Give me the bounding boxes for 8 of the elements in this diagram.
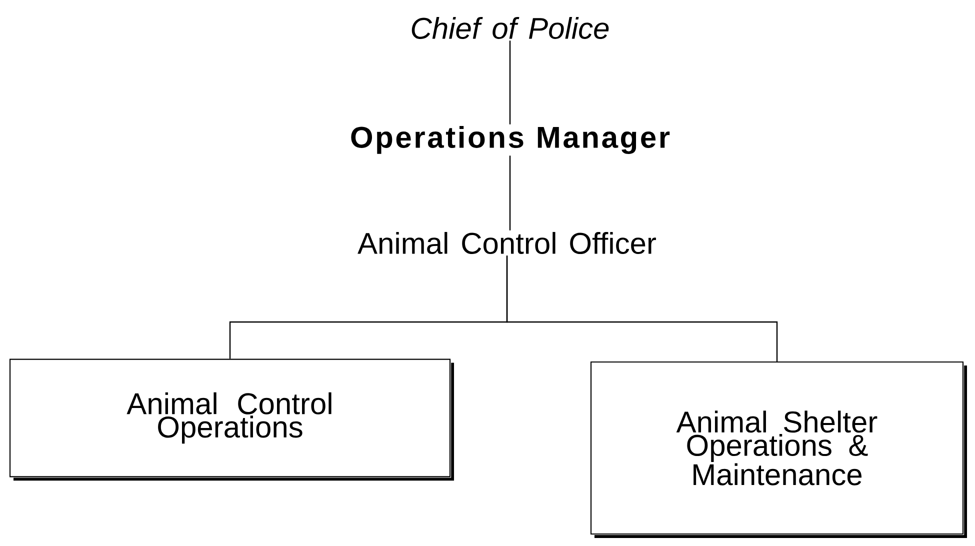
title-text: Operations Manager xyxy=(351,126,670,154)
connector-line xyxy=(506,256,778,362)
title-text: Animal Control Officer xyxy=(358,232,656,254)
unit-box: Animal Control Operations xyxy=(9,358,454,481)
unit-box: Animal Shelter Operations & Maintenance xyxy=(590,361,967,538)
connector-line xyxy=(509,40,511,124)
title-text: Chief of Police xyxy=(412,16,609,40)
connector-line xyxy=(509,156,511,230)
